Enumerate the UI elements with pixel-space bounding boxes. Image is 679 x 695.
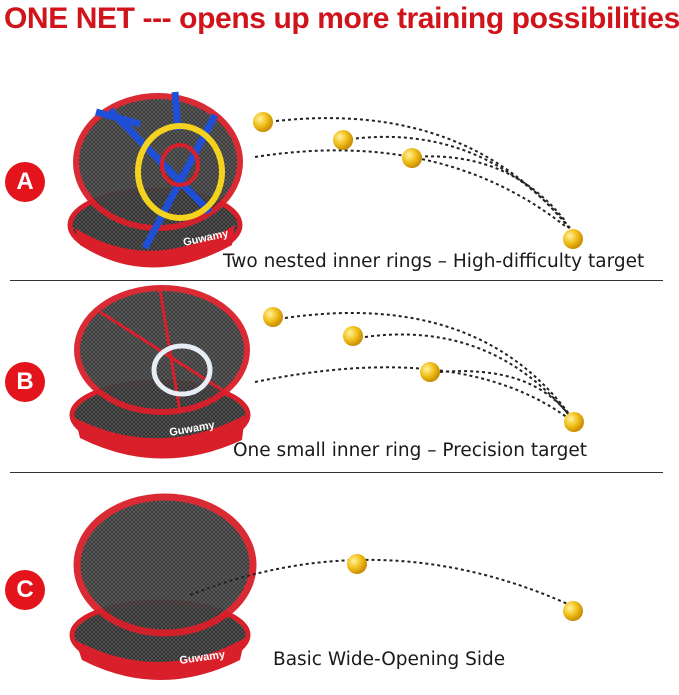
ball-icon <box>563 229 583 249</box>
divider <box>10 472 663 473</box>
caption-b: One small inner ring – Precision target <box>233 440 588 461</box>
net-a: Guwamy <box>67 91 243 268</box>
trajectories-a <box>254 117 573 233</box>
caption-a: Two nested inner rings – High-difficulty… <box>223 251 645 272</box>
ball-icon <box>343 326 363 346</box>
ball-icon <box>333 130 353 150</box>
ball-icon <box>402 148 422 168</box>
divider <box>10 280 663 281</box>
net-c: Guwamy <box>69 493 257 680</box>
ball-icon <box>347 554 367 574</box>
ball-icon <box>263 307 283 327</box>
trajectory-c <box>189 558 571 606</box>
badge-c: C <box>5 570 45 610</box>
caption-c: Basic Wide-Opening Side <box>273 649 506 670</box>
trajectories-b <box>254 312 573 419</box>
ball-icon <box>564 412 584 432</box>
headline: ONE NET --- opens up more training possi… <box>4 2 679 35</box>
ball-icon <box>253 112 273 132</box>
badge-a: A <box>5 162 45 202</box>
ball-icon <box>420 362 440 382</box>
ball-icon <box>563 601 583 621</box>
badge-b: B <box>5 362 45 402</box>
net-b: Guwamy <box>69 285 251 459</box>
